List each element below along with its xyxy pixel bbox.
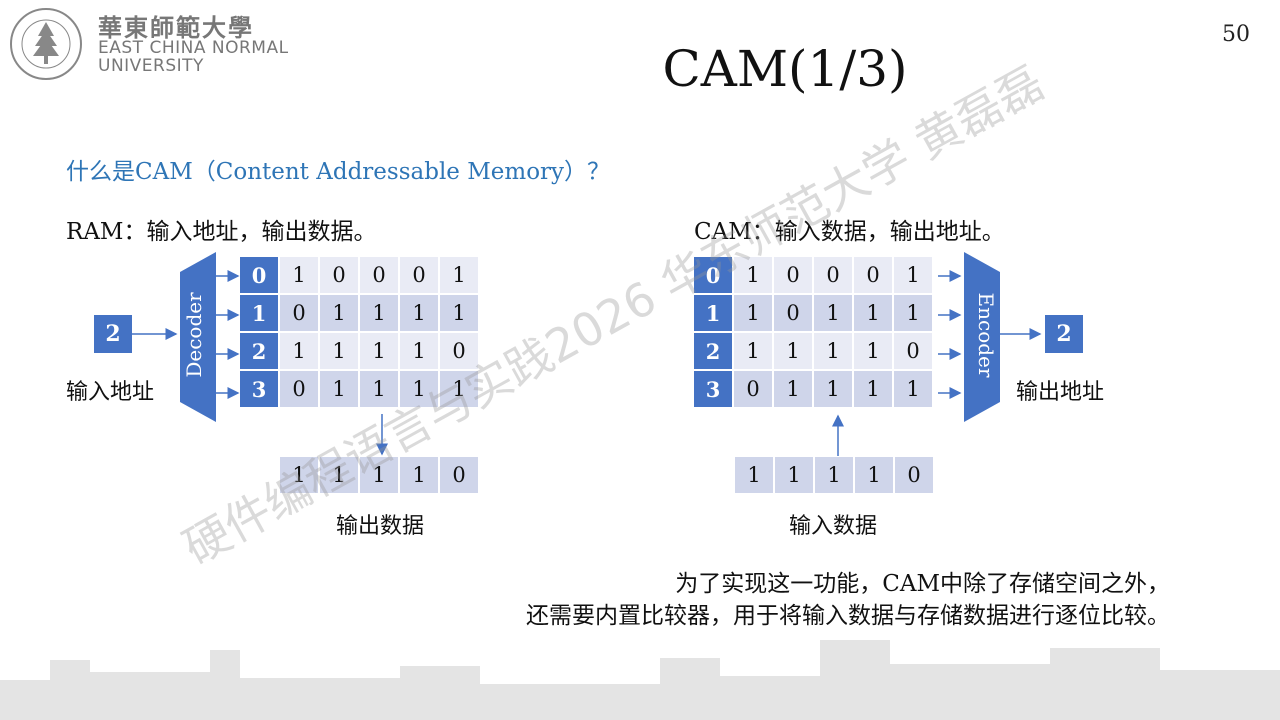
ram-cell: 1 (400, 371, 438, 407)
ram-cell: 0 (280, 295, 318, 331)
note-line-1: 为了实现这一功能，CAM中除了存储空间之外， (675, 571, 1170, 597)
ram-address-3: 3 (240, 371, 278, 407)
cam-input-arrow (832, 414, 844, 456)
ram-cell: 1 (320, 371, 358, 407)
ram-description: RAM：输入地址，输出数据。 (66, 219, 377, 245)
cam-description: CAM：输入数据，输出地址。 (694, 219, 1005, 245)
cam-cell: 0 (814, 257, 852, 293)
decoder-shape (180, 252, 216, 422)
ram-decoder-diagram: Decoder (132, 252, 240, 422)
ram-cell: 0 (360, 257, 398, 293)
ram-cell: 1 (320, 333, 358, 369)
logo-english-line2: UNIVERSITY (98, 56, 204, 76)
ram-output-bit: 1 (400, 457, 438, 493)
ram-cell: 0 (320, 257, 358, 293)
cam-cell: 0 (774, 257, 812, 293)
cam-cell: 1 (734, 257, 772, 293)
cam-cell: 1 (814, 295, 852, 331)
ram-cell: 1 (400, 333, 438, 369)
cam-cell: 1 (774, 333, 812, 369)
cam-cell: 1 (894, 257, 932, 293)
slide-subtitle: 什么是CAM（Content Addressable Memory）？ (66, 159, 611, 185)
cam-cell: 0 (774, 295, 812, 331)
ram-output-bit: 1 (320, 457, 358, 493)
ram-cell: 0 (280, 371, 318, 407)
ram-cell: 1 (440, 295, 478, 331)
ram-cell: 0 (440, 333, 478, 369)
cam-cell: 1 (894, 295, 932, 331)
cam-input-caption: 输入数据 (789, 514, 878, 539)
cam-cell: 0 (734, 371, 772, 407)
cam-encoder-diagram: Encoder (938, 252, 1042, 422)
cam-output-caption: 输出地址 (1016, 380, 1105, 405)
ram-cell: 1 (280, 257, 318, 293)
ram-output-bit: 1 (360, 457, 398, 493)
cam-cell: 1 (894, 371, 932, 407)
encoder-shape (964, 252, 1000, 422)
ram-address-2: 2 (240, 333, 278, 369)
cam-input-bit: 1 (855, 457, 893, 493)
ram-output-caption: 输出数据 (336, 514, 425, 539)
explanation-note: 为了实现这一功能，CAM中除了存储空间之外， 还需要内置比较器，用于将输入数据与… (526, 568, 1170, 632)
ram-cell: 1 (360, 371, 398, 407)
cam-address-2: 2 (694, 333, 732, 369)
note-line-2: 还需要内置比较器，用于将输入数据与存储数据进行逐位比较。 (526, 603, 1170, 629)
ram-output-bit: 1 (280, 457, 318, 493)
ram-address-0: 0 (240, 257, 278, 293)
ram-cell: 1 (360, 295, 398, 331)
cam-cell: 1 (734, 333, 772, 369)
ram-cell: 1 (440, 257, 478, 293)
ram-output-arrow (376, 414, 388, 456)
logo-chinese-name: 華東師範大學 (98, 13, 254, 42)
slide-title: CAM(1/3) (662, 40, 908, 98)
cam-output-address-box: 2 (1045, 315, 1083, 353)
cam-address-1: 1 (694, 295, 732, 331)
cam-address-0: 0 (694, 257, 732, 293)
university-seal-logo (10, 8, 82, 80)
cam-cell: 1 (814, 333, 852, 369)
cam-cell: 1 (854, 295, 892, 331)
ram-cell: 1 (400, 295, 438, 331)
page-number: 50 (1222, 22, 1250, 47)
logo-english-name: EAST CHINA NORMAL UNIVERSITY (98, 39, 289, 75)
cam-input-bit: 1 (815, 457, 853, 493)
campus-skyline-background (0, 640, 1280, 720)
ram-cell: 1 (320, 295, 358, 331)
cam-cell: 0 (854, 257, 892, 293)
ram-output-bit: 0 (440, 457, 478, 493)
cam-cell: 1 (854, 333, 892, 369)
cam-address-3: 3 (694, 371, 732, 407)
ram-input-address-box: 2 (94, 315, 132, 353)
decoder-label: Decoder (182, 292, 206, 378)
cam-cell: 1 (854, 371, 892, 407)
ram-cell: 1 (280, 333, 318, 369)
logo-english-line1: EAST CHINA NORMAL (98, 38, 289, 58)
cam-cell: 1 (734, 295, 772, 331)
ram-cell: 1 (440, 371, 478, 407)
cam-input-bit: 1 (735, 457, 773, 493)
cam-cell: 0 (894, 333, 932, 369)
cam-input-bit: 1 (775, 457, 813, 493)
ram-input-caption: 输入地址 (66, 380, 155, 405)
cam-cell: 1 (814, 371, 852, 407)
ram-address-1: 1 (240, 295, 278, 331)
ram-cell: 1 (360, 333, 398, 369)
cam-cell: 1 (774, 371, 812, 407)
cam-input-bit: 0 (895, 457, 933, 493)
ram-cell: 0 (400, 257, 438, 293)
encoder-label: Encoder (974, 293, 998, 378)
